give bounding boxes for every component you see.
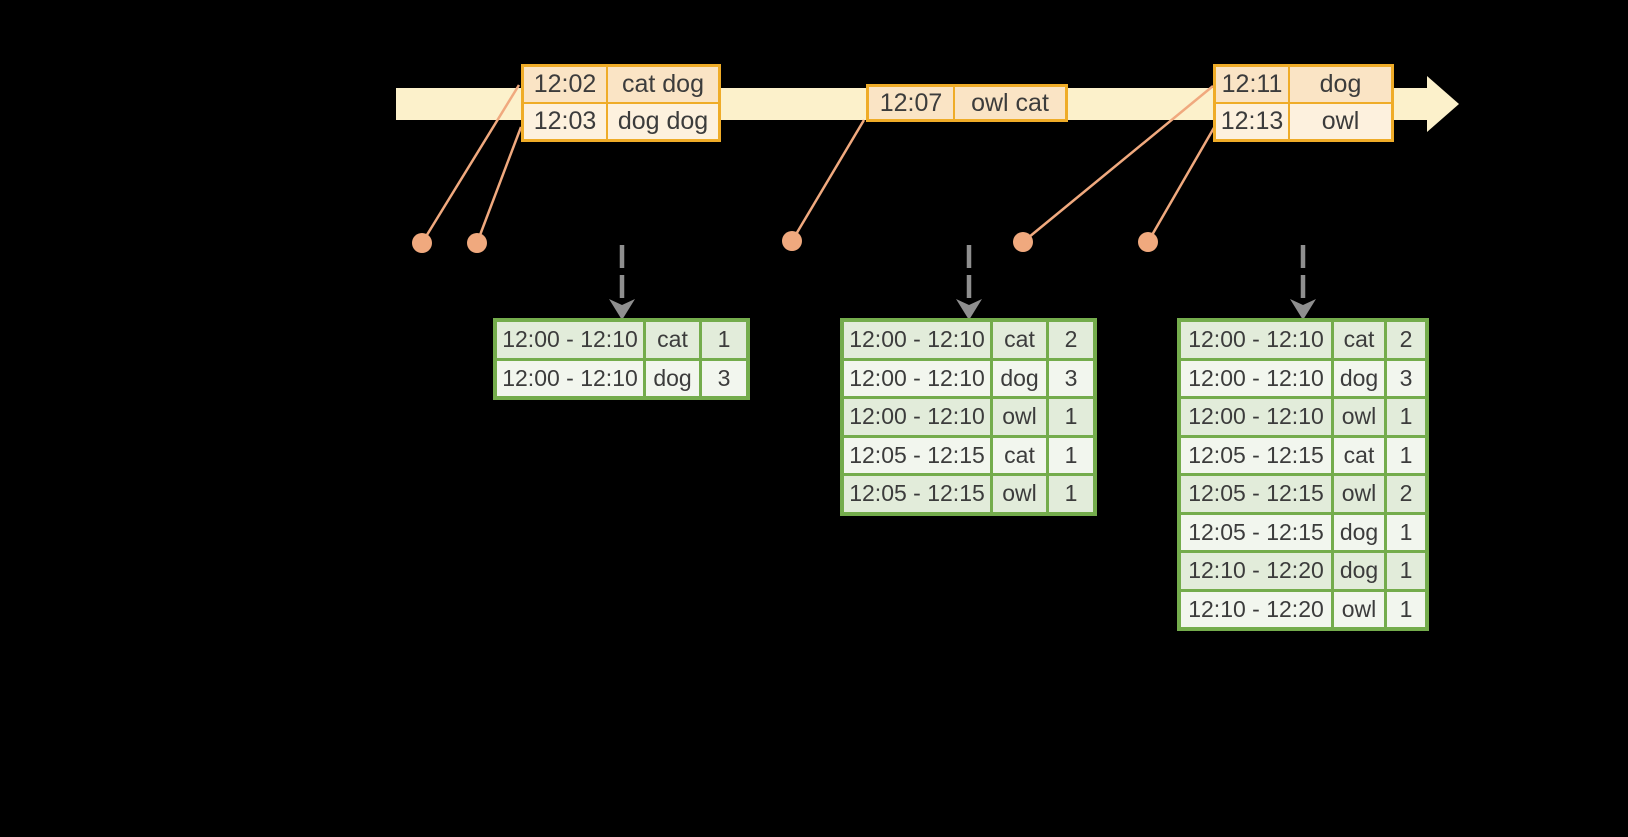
word-cell: dog — [1334, 514, 1384, 550]
window-cell: 12:05 - 12:15 — [1181, 437, 1331, 473]
window-cell: 12:05 - 12:15 — [844, 437, 990, 473]
window-cell: 12:00 - 12:10 — [844, 360, 990, 396]
time-cell: 12:13 — [1216, 104, 1288, 139]
window-cell: 12:00 - 12:10 — [844, 322, 990, 358]
words-cell: cat dog — [608, 67, 718, 102]
trigger-arrow-head — [956, 299, 982, 320]
window-cell: 12:00 - 12:10 — [844, 399, 990, 435]
word-cell: cat — [646, 322, 699, 358]
connector-line — [1022, 85, 1214, 243]
count-cell: 1 — [702, 322, 746, 358]
words-cell: dog — [1290, 67, 1391, 102]
count-cell: 3 — [1049, 360, 1093, 396]
count-cell: 1 — [1049, 399, 1093, 435]
word-cell: dog — [646, 360, 699, 396]
window-cell: 12:00 - 12:10 — [497, 322, 643, 358]
trigger-arrow-heads — [609, 299, 1316, 320]
window-cell: 12:00 - 12:10 — [1181, 360, 1331, 396]
word-cell: owl — [1334, 591, 1384, 627]
event-dot — [467, 233, 487, 253]
words-cell: owl cat — [955, 87, 1065, 119]
timeline-arrow-head — [1427, 76, 1459, 132]
event-dot — [1138, 232, 1158, 252]
window-cell: 12:05 - 12:15 — [1181, 514, 1331, 550]
word-cell: owl — [1334, 476, 1384, 512]
window-cell: 12:10 - 12:20 — [1181, 553, 1331, 589]
window-cell: 12:00 - 12:10 — [497, 360, 643, 396]
window-cell: 12:05 - 12:15 — [1181, 476, 1331, 512]
connector-line — [790, 119, 866, 242]
window-cell: 12:00 - 12:10 — [1181, 399, 1331, 435]
word-cell: dog — [993, 360, 1046, 396]
connector-line — [420, 84, 521, 244]
word-cell: cat — [993, 437, 1046, 473]
count-cell: 2 — [1387, 476, 1425, 512]
window-cell: 12:10 - 12:20 — [1181, 591, 1331, 627]
count-cell: 2 — [1049, 322, 1093, 358]
count-cell: 1 — [1387, 437, 1425, 473]
words-cell: owl — [1290, 104, 1391, 139]
word-cell: dog — [1334, 360, 1384, 396]
trigger-arrow-head — [1290, 299, 1316, 320]
count-cell: 1 — [1049, 476, 1093, 512]
trigger-arrow-head — [609, 299, 635, 320]
event-dot — [782, 231, 802, 251]
word-cell: cat — [1334, 322, 1384, 358]
connector-lines — [420, 84, 1217, 244]
window-cell: 12:05 - 12:15 — [844, 476, 990, 512]
word-cell: owl — [993, 399, 1046, 435]
word-cell: owl — [1334, 399, 1384, 435]
count-cell: 1 — [1387, 591, 1425, 627]
words-cell: dog dog — [608, 104, 718, 139]
time-cell: 12:02 — [524, 67, 606, 102]
count-cell: 2 — [1387, 322, 1425, 358]
word-cell: cat — [1334, 437, 1384, 473]
word-cell: cat — [993, 322, 1046, 358]
count-cell: 1 — [1387, 514, 1425, 550]
time-cell: 12:03 — [524, 104, 606, 139]
event-dot — [1013, 232, 1033, 252]
count-cell: 3 — [702, 360, 746, 396]
connector-line — [1146, 125, 1217, 243]
connector-line — [475, 126, 523, 244]
word-cell: owl — [993, 476, 1046, 512]
event-dot — [412, 233, 432, 253]
trigger-arrows — [619, 245, 1306, 298]
count-cell: 1 — [1387, 399, 1425, 435]
event-dots — [412, 231, 1158, 253]
word-cell: dog — [1334, 553, 1384, 589]
count-cell: 1 — [1049, 437, 1093, 473]
time-cell: 12:07 — [869, 87, 953, 119]
window-cell: 12:00 - 12:10 — [1181, 322, 1331, 358]
count-cell: 3 — [1387, 360, 1425, 396]
time-cell: 12:11 — [1216, 67, 1288, 102]
count-cell: 1 — [1387, 553, 1425, 589]
